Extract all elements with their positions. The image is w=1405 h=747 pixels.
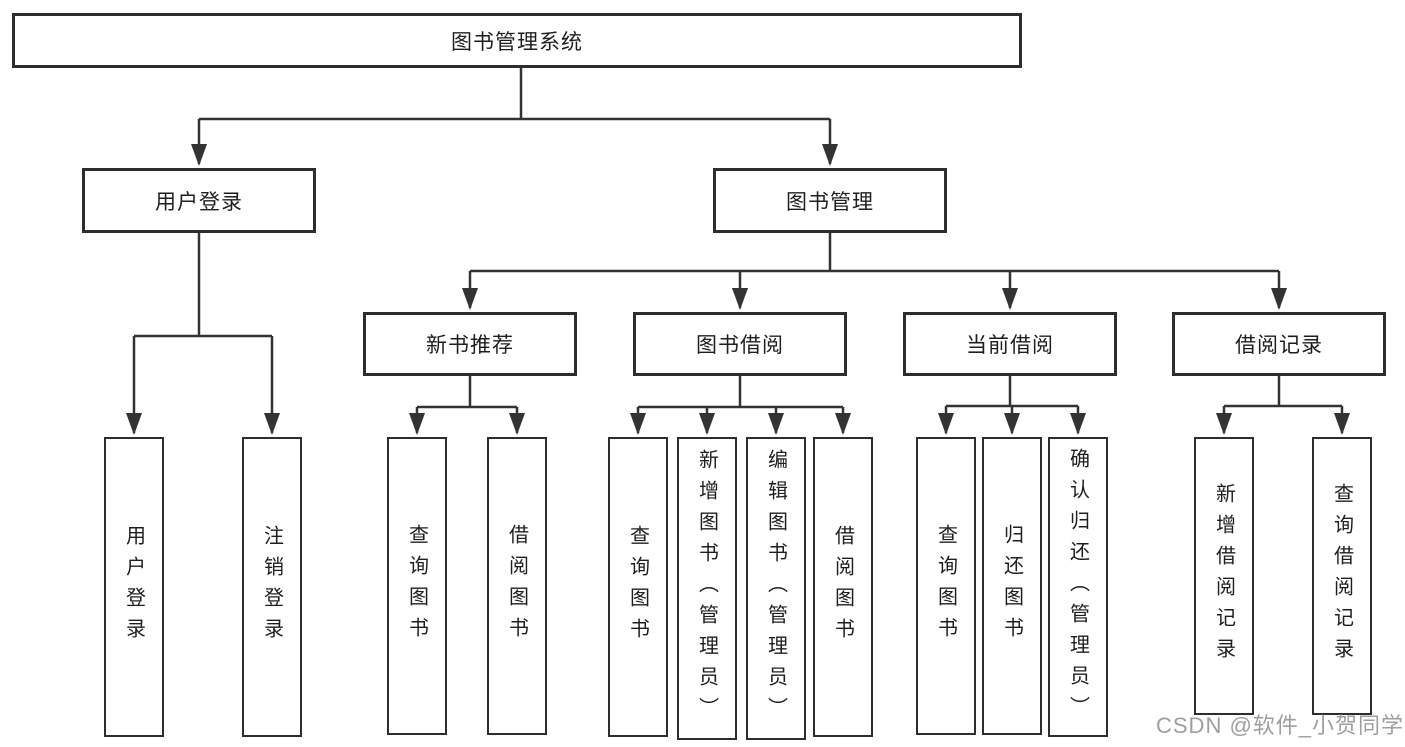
node-new-book-recommend-label: 新书推荐 [426, 334, 514, 357]
node-user-login-label: 用户登录 [155, 190, 243, 214]
leaf-edit-book-admin: 编辑图书（管理员） [746, 437, 806, 740]
leaf-add-borrow-record: 新增借阅记录 [1194, 437, 1254, 715]
connector-book-borrow-split [638, 376, 843, 409]
leaf-query-books-1: 查询图书 [387, 437, 447, 735]
connector-new-book-split [417, 376, 517, 409]
leaf-return-books: 归还图书 [982, 437, 1042, 735]
leaf-borrow-books-2: 借阅图书 [813, 437, 873, 737]
leaf-add-book-admin-label: 新增图书（管理员） [695, 449, 718, 728]
node-borrow-records: 借阅记录 [1172, 312, 1386, 376]
leaf-confirm-return-admin: 确认归还（管理员） [1048, 437, 1108, 737]
leaf-edit-book-admin-label: 编辑图书（管理员） [764, 449, 787, 728]
connector-user-login-split [134, 233, 272, 338]
leaf-query-books-3: 查询图书 [916, 437, 976, 735]
connector-book-mgmt-split [470, 233, 1279, 273]
root-node: 图书管理系统 [12, 13, 1022, 68]
leaf-query-books-1-label: 查询图书 [405, 524, 428, 648]
leaf-add-borrow-record-label: 新增借阅记录 [1212, 483, 1235, 669]
connector-borrow-records-split [1224, 376, 1342, 408]
leaf-logout-label: 注销登录 [260, 525, 283, 649]
node-book-management-label: 图书管理 [786, 190, 874, 214]
leaf-logout: 注销登录 [242, 437, 302, 737]
leaf-borrow-books-2-label: 借阅图书 [831, 525, 854, 649]
node-book-borrow: 图书借阅 [633, 312, 847, 376]
leaf-borrow-books-1-label: 借阅图书 [505, 524, 528, 648]
node-current-borrow: 当前借阅 [903, 312, 1117, 376]
leaf-query-books-2-label: 查询图书 [626, 525, 649, 649]
leaf-confirm-return-admin-label: 确认归还（管理员） [1066, 447, 1089, 727]
leaf-add-book-admin: 新增图书（管理员） [677, 437, 737, 740]
leaf-user-login-label: 用户登录 [122, 525, 145, 649]
root-node-label: 图书管理系统 [451, 30, 583, 54]
leaf-query-books-3-label: 查询图书 [934, 524, 957, 648]
node-new-book-recommend: 新书推荐 [363, 312, 577, 376]
connector-root-split [199, 68, 830, 121]
csdn-watermark: CSDN @软件_小贺同学 [1156, 713, 1405, 738]
leaf-return-books-label: 归还图书 [1000, 524, 1023, 648]
leaf-borrow-books-1: 借阅图书 [487, 437, 547, 735]
leaf-user-login: 用户登录 [104, 437, 164, 737]
node-book-management: 图书管理 [713, 168, 947, 233]
node-user-login: 用户登录 [82, 168, 316, 233]
node-borrow-records-label: 借阅记录 [1235, 334, 1323, 357]
node-current-borrow-label: 当前借阅 [966, 334, 1054, 357]
leaf-query-borrow-record-label: 查询借阅记录 [1330, 483, 1353, 669]
leaf-query-borrow-record: 查询借阅记录 [1312, 437, 1372, 715]
leaf-query-books-2: 查询图书 [608, 437, 668, 737]
node-book-borrow-label: 图书借阅 [696, 334, 784, 357]
connector-current-borrow-split [946, 376, 1078, 408]
